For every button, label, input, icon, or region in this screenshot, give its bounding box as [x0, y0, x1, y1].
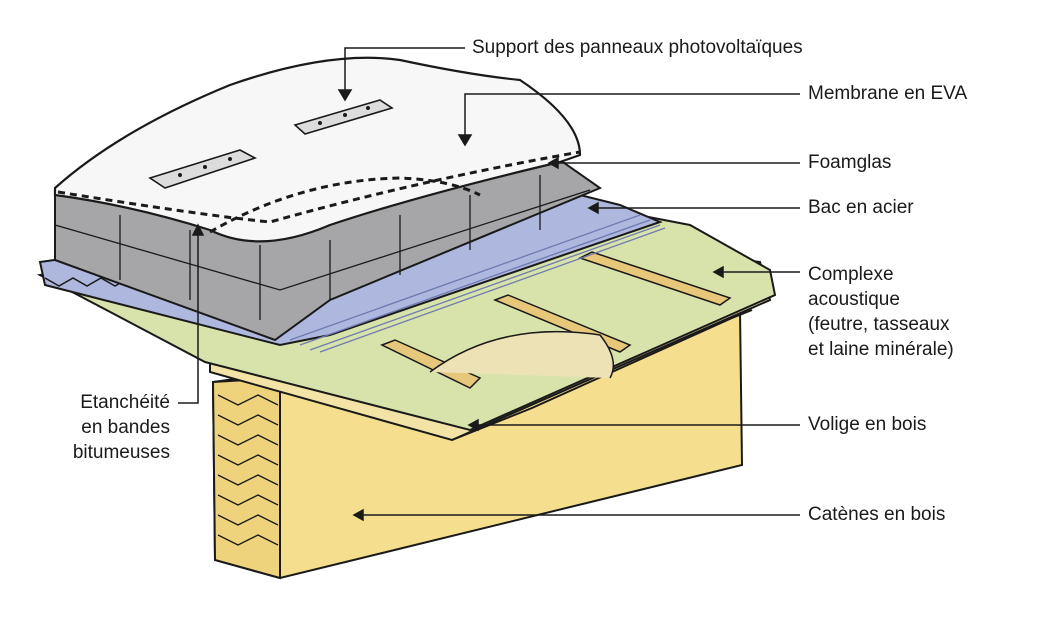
label-catenes: Catènes en bois	[808, 504, 946, 525]
label-complexe-line-4: et laine minérale)	[808, 339, 954, 360]
label-foamglas: Foamglas	[808, 152, 892, 173]
label-membrane: Membrane en EVA	[808, 83, 968, 104]
leader-membrane	[464, 93, 800, 137]
label-bac: Bac en acier	[808, 197, 914, 218]
purlin-end-grain	[217, 394, 279, 546]
label-complexe: Complexe acoustique (feutre, tasseaux et…	[808, 262, 954, 362]
leader-support	[344, 47, 465, 92]
label-etancheite: Etanchéité en bandes bitumeuses	[40, 390, 170, 465]
foamglas-joints	[54, 175, 591, 320]
label-etancheite-line-1: Etanchéité	[80, 392, 170, 413]
label-etancheite-line-3: bitumeuses	[72, 442, 170, 463]
eva-membrane	[53, 56, 582, 243]
label-complexe-line-3: (feutre, tasseaux	[808, 314, 950, 335]
leader-etancheite	[178, 233, 199, 404]
label-volige: Volige en bois	[808, 414, 927, 435]
leader-lines	[178, 47, 800, 522]
label-etancheite-line-2: en bandes	[81, 417, 170, 438]
label-complexe-line-2: acoustique	[808, 289, 900, 310]
pv-support-rails	[148, 99, 394, 189]
label-complexe-line-1: Complexe	[808, 264, 894, 285]
label-support: Support des panneaux photovoltaïques	[472, 37, 803, 58]
